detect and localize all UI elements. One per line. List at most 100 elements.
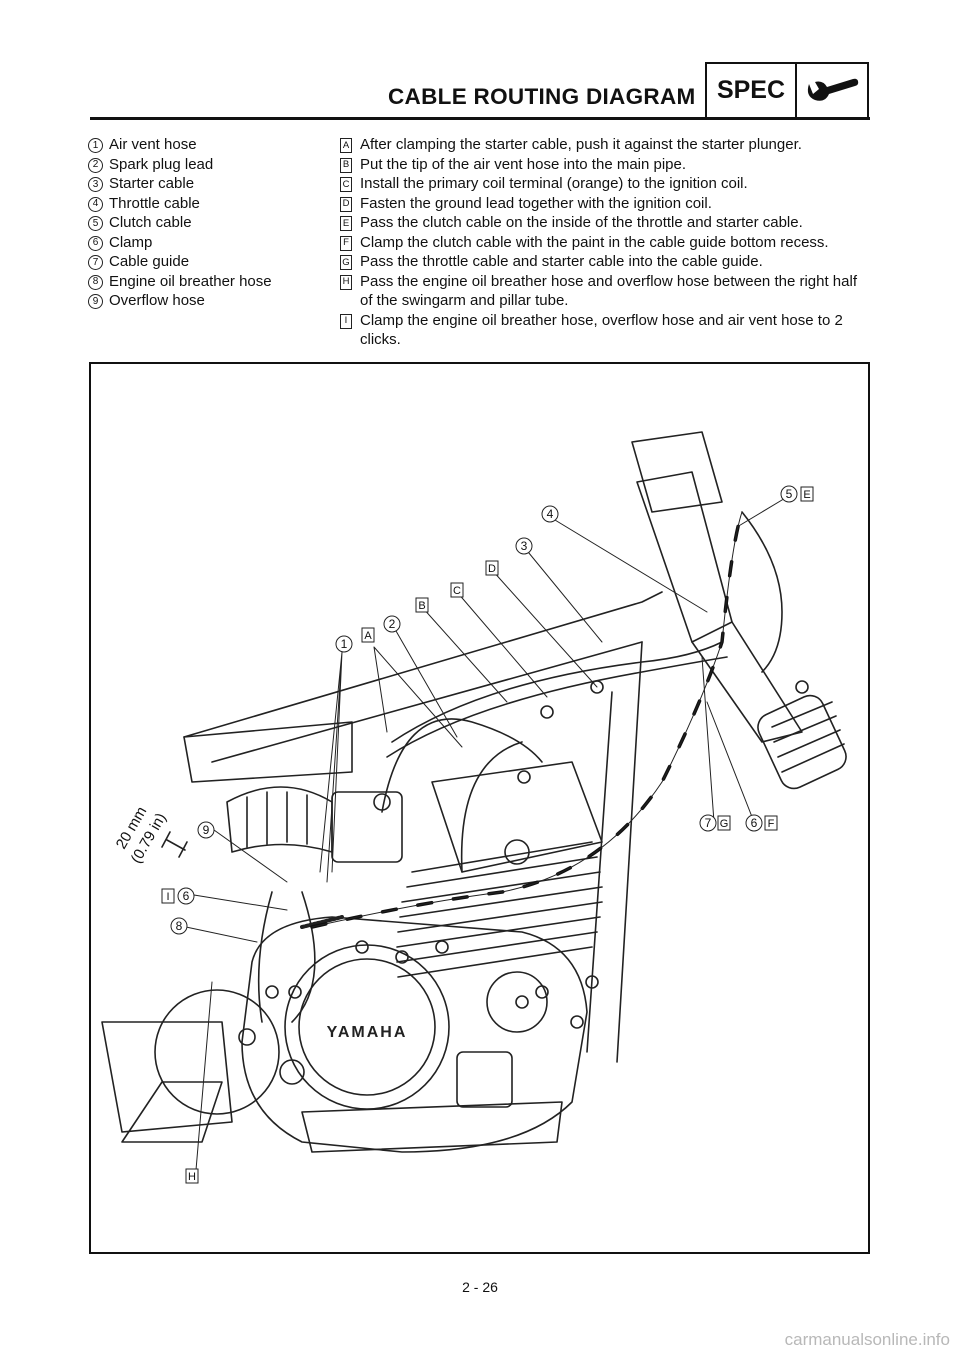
part-label: Spark plug lead (109, 155, 214, 173)
callout-number: 8 (88, 274, 103, 290)
rear-subframe (101, 1021, 233, 1133)
notes-legend: A After clamping the starter cable, push … (340, 135, 870, 350)
clutch-cable-outline (311, 511, 743, 928)
svg-text:7: 7 (705, 816, 712, 830)
svg-text:8: 8 (176, 919, 183, 933)
dimension-tick-b (178, 841, 188, 858)
callout-letter: D (340, 196, 352, 212)
crankcase (241, 916, 588, 1153)
breather-hose (257, 891, 273, 1023)
steering-head (636, 471, 733, 643)
callout-letter: H (340, 274, 352, 290)
svg-text:A: A (364, 630, 372, 642)
svg-text:2: 2 (389, 617, 396, 631)
part-label: Cable guide (109, 253, 190, 270)
callout-C: C (450, 582, 464, 598)
frame-down-tube-inner (616, 641, 643, 1063)
clutch-cable (310, 510, 744, 929)
callout-A: A (361, 627, 375, 643)
callout-2: 2 (383, 615, 401, 633)
right-cover-boss (486, 971, 548, 1033)
carburetor (331, 791, 403, 863)
note-text: Fasten the ground lead together with the… (360, 194, 712, 212)
callout-letter: F (340, 235, 352, 251)
note-text: Put the tip of the air vent hose into th… (360, 155, 687, 173)
part-label: Throttle cable (109, 194, 200, 212)
callout-number: 4 (88, 196, 103, 212)
fork-tube (691, 621, 803, 743)
svg-text:4: 4 (547, 507, 554, 521)
air-boot (226, 786, 333, 853)
svg-text:C: C (453, 585, 461, 597)
callout-3: 3 (515, 537, 533, 555)
note-text: Pass the clutch cable on the inside of t… (360, 214, 803, 231)
svg-text:I: I (166, 891, 169, 903)
spec-badge: SPEC (705, 62, 869, 119)
svg-text:F: F (768, 818, 775, 830)
callout-1: 1 (335, 635, 353, 653)
callout-letter: E (340, 216, 352, 231)
svg-text:G: G (720, 818, 729, 830)
cylinder-head (431, 761, 603, 873)
swingarm-plate (121, 1081, 223, 1143)
svg-text:D: D (488, 563, 496, 575)
part-label: Clamp (109, 233, 153, 251)
dimension-line (166, 839, 186, 851)
spark-plug-lead (460, 741, 523, 873)
note-text: Install the primary coil terminal (orang… (360, 175, 748, 192)
callout-number: 1 (88, 138, 103, 153)
list-item: I Clamp the engine oil breather hose, ove… (340, 311, 870, 350)
svg-text:3: 3 (521, 539, 528, 553)
watermark: carmanualsonline.info (784, 1330, 950, 1349)
svg-text:1: 1 (341, 637, 348, 651)
callout-letter: I (340, 313, 352, 329)
callout-H: H (185, 1168, 199, 1184)
part-label: Starter cable (109, 175, 195, 192)
callout-number: 6 (88, 235, 103, 251)
air-vent-hose (381, 718, 543, 813)
list-item: 6 Clamp (88, 233, 328, 253)
part-label: Engine oil breather hose (109, 272, 272, 290)
part-label: Air vent hose (109, 136, 197, 153)
note-text: After clamping the starter cable, push i… (360, 136, 802, 153)
starter-cable (386, 656, 728, 758)
list-item: 1 Air vent hose (88, 135, 328, 155)
carb-bolt (373, 793, 391, 811)
note-text: Clamp the engine oil breather hose, over… (360, 311, 843, 349)
callout-6: 6 (745, 814, 763, 832)
air-boot-ribs (246, 791, 308, 848)
svg-text:6: 6 (183, 889, 190, 903)
frame-top-tube (183, 591, 663, 738)
list-item: D Fasten the ground lead together with th… (340, 194, 870, 214)
list-item: 4 Throttle cable (88, 194, 328, 214)
overflow-hose (291, 891, 316, 1023)
part-label: Clutch cable (109, 214, 192, 231)
callout-4: 4 (541, 505, 559, 523)
dimension-tick-a (161, 831, 171, 848)
detail-circle (154, 989, 280, 1115)
callout-letter: A (340, 138, 352, 153)
spark-plug (504, 839, 530, 865)
callout-6-clamp: 6 (177, 887, 195, 905)
list-item: E Pass the clutch cable on the inside of … (340, 213, 870, 233)
breather-spring (300, 915, 344, 929)
callout-B: B (415, 597, 429, 613)
svg-text:B: B (418, 600, 425, 612)
fork-boot-ribs (771, 701, 845, 773)
cable-routing-illustration: YAMAHA 20 mm (0.79 in) 1 2 3 4 5 6 6 7 8… (101, 431, 847, 1184)
callout-number: 9 (88, 294, 103, 309)
cylinder-fins (396, 841, 603, 978)
title-rule (90, 117, 870, 120)
callout-I: I (161, 888, 175, 904)
page-title: CABLE ROUTING DIAGRAM (388, 84, 696, 109)
throttle-cable (391, 641, 723, 743)
